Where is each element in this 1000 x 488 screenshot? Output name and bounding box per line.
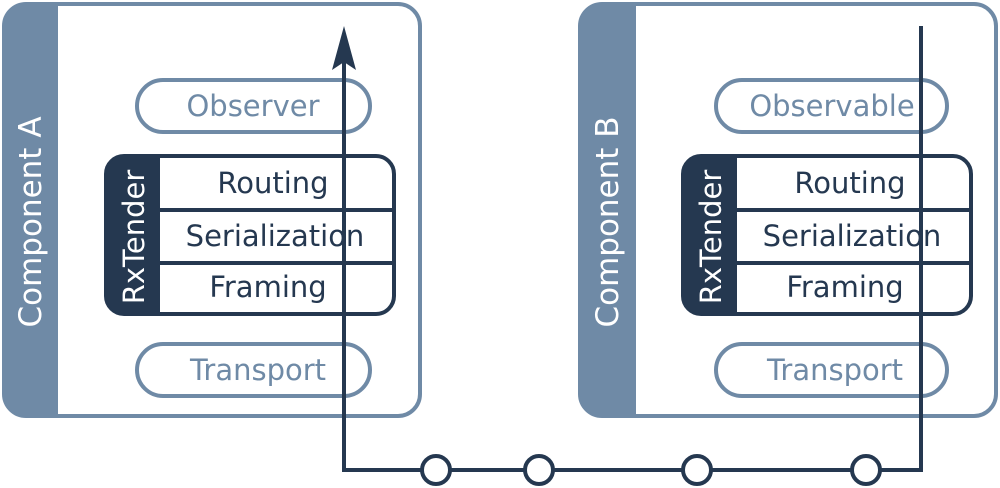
serialization-layer-label: Serialization <box>186 219 365 253</box>
transport-b-label: Transport <box>766 353 903 387</box>
data-flow-path <box>332 26 923 486</box>
rxtender-b-label: RxTender <box>694 170 728 305</box>
component-a-side-bar <box>4 4 58 416</box>
observable-label: Observable <box>749 89 914 123</box>
component-b-side-bar <box>580 4 636 416</box>
framing-layer-label: Framing <box>209 270 326 304</box>
circle-node-icon <box>420 454 452 486</box>
serialization-layer-label: Serialization <box>763 219 942 253</box>
component-b: Component B Observable RxTender Routing … <box>578 2 998 418</box>
transport-a-label: Transport <box>189 353 326 387</box>
component-a: Component A Observer RxTender Routing Se… <box>2 2 422 418</box>
flow-line <box>342 26 923 472</box>
rxtender-stack-b: RxTender Routing Serialization Framing <box>681 154 973 316</box>
rxtender-a-label: RxTender <box>117 170 151 305</box>
transport-pill-b <box>714 342 949 398</box>
routing-layer-label: Routing <box>217 166 328 200</box>
transport-pill-a <box>135 342 372 398</box>
circle-node-icon <box>681 454 713 486</box>
observer-label: Observer <box>186 89 319 123</box>
arrow-up-icon <box>332 26 356 70</box>
component-a-label: Component A <box>13 116 49 327</box>
component-b-label: Component B <box>590 116 626 327</box>
observer-pill <box>135 78 372 134</box>
circle-node-icon <box>523 454 555 486</box>
framing-layer-label: Framing <box>786 270 903 304</box>
rxtender-a-side-bar <box>106 156 160 314</box>
rxtender-b-side-bar <box>683 156 737 314</box>
observable-pill <box>714 78 949 134</box>
circle-node-icon <box>850 454 882 486</box>
routing-layer-label: Routing <box>794 166 905 200</box>
rxtender-stack-a: RxTender Routing Serialization Framing <box>104 154 396 316</box>
